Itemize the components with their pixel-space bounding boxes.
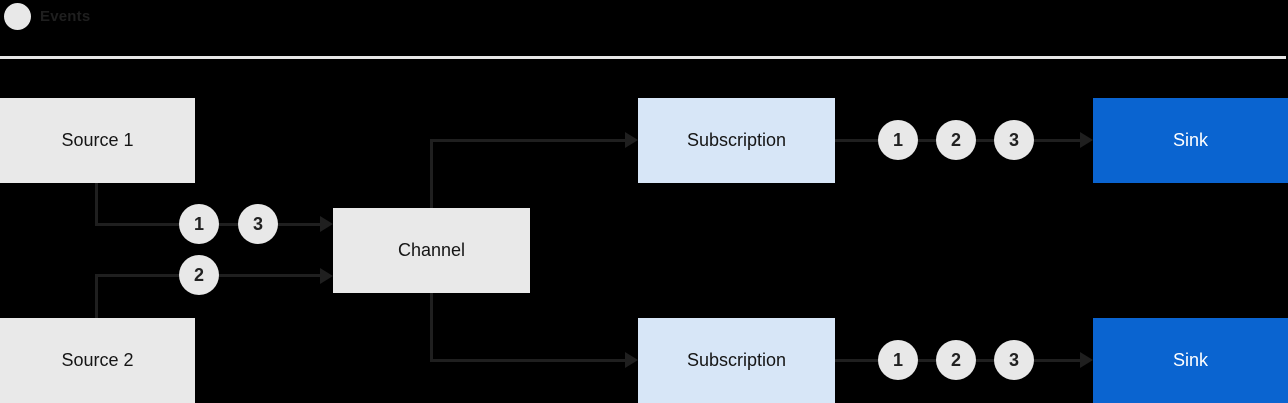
connector-source2-up: [95, 277, 98, 318]
connector-source1-down: [95, 183, 98, 225]
event-circle-2-subscription-bottom: 2: [936, 340, 976, 380]
arrowhead-subscription-bottom-to-sink: [1080, 352, 1093, 368]
connector-channel-down: [430, 293, 433, 360]
event-circle-1-subscription-top: 1: [878, 120, 918, 160]
arrowhead-subscription-top-to-sink: [1080, 132, 1093, 148]
legend-divider: [0, 56, 1286, 59]
event-circle-2-subscription-top: 2: [936, 120, 976, 160]
event-circle-1-subscription-bottom: 1: [878, 340, 918, 380]
event-circle-3-subscription-bottom: 3: [994, 340, 1034, 380]
source1-label: Source 1: [61, 130, 134, 150]
event-circle-3-source1: 3: [238, 204, 278, 244]
source2-label: Source 2: [61, 350, 134, 370]
event-circle-1-source1: 1: [179, 204, 219, 244]
subscription-bottom-label: Subscription: [686, 350, 787, 370]
events-legend-label: Events: [40, 8, 91, 25]
subscription-top-node: Subscription: [638, 98, 835, 183]
subscription-bottom-node: Subscription: [638, 318, 835, 403]
event-circle-2-source2: 2: [179, 255, 219, 295]
source2-node: Source 2: [0, 318, 195, 403]
channel-label: Channel: [397, 240, 466, 260]
channel-node: Channel: [333, 208, 530, 293]
event-circle-3-subscription-top: 3: [994, 120, 1034, 160]
arrowhead-channel-to-subscription-bottom: [625, 352, 638, 368]
sink-bottom-label: Sink: [1172, 350, 1208, 370]
connector-channel-to-subscription-bottom: [430, 359, 625, 362]
sink-bottom-node: Sink: [1093, 318, 1288, 403]
events-legend-circle-icon: [4, 3, 31, 30]
connector-channel-up: [430, 140, 433, 208]
subscription-top-label: Subscription: [686, 130, 787, 150]
arrowhead-source2-to-channel: [320, 268, 333, 284]
arrowhead-channel-to-subscription-top: [625, 132, 638, 148]
connector-channel-to-subscription-top: [430, 139, 625, 142]
source1-node: Source 1: [0, 98, 195, 183]
sink-top-node: Sink: [1093, 98, 1288, 183]
arrowhead-source1-to-channel: [320, 216, 333, 232]
sink-top-label: Sink: [1172, 130, 1208, 150]
